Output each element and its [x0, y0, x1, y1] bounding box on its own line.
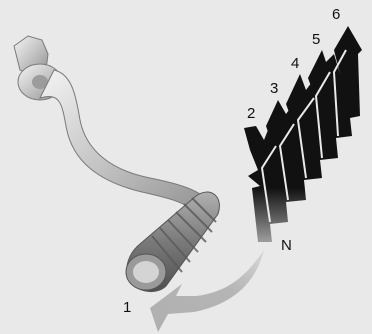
shift-lever: [14, 36, 212, 214]
gear-label-1: 1: [123, 300, 131, 315]
gear-label-2: 2: [247, 106, 255, 121]
foot-peg: [126, 192, 219, 292]
gear-label-6: 6: [332, 7, 340, 22]
gear-label-neutral: N: [281, 238, 292, 253]
shift-up-arrow: [244, 26, 362, 242]
gear-label-3: 3: [270, 81, 278, 96]
gear-label-5: 5: [312, 32, 320, 47]
gear-label-4: 4: [291, 56, 299, 71]
